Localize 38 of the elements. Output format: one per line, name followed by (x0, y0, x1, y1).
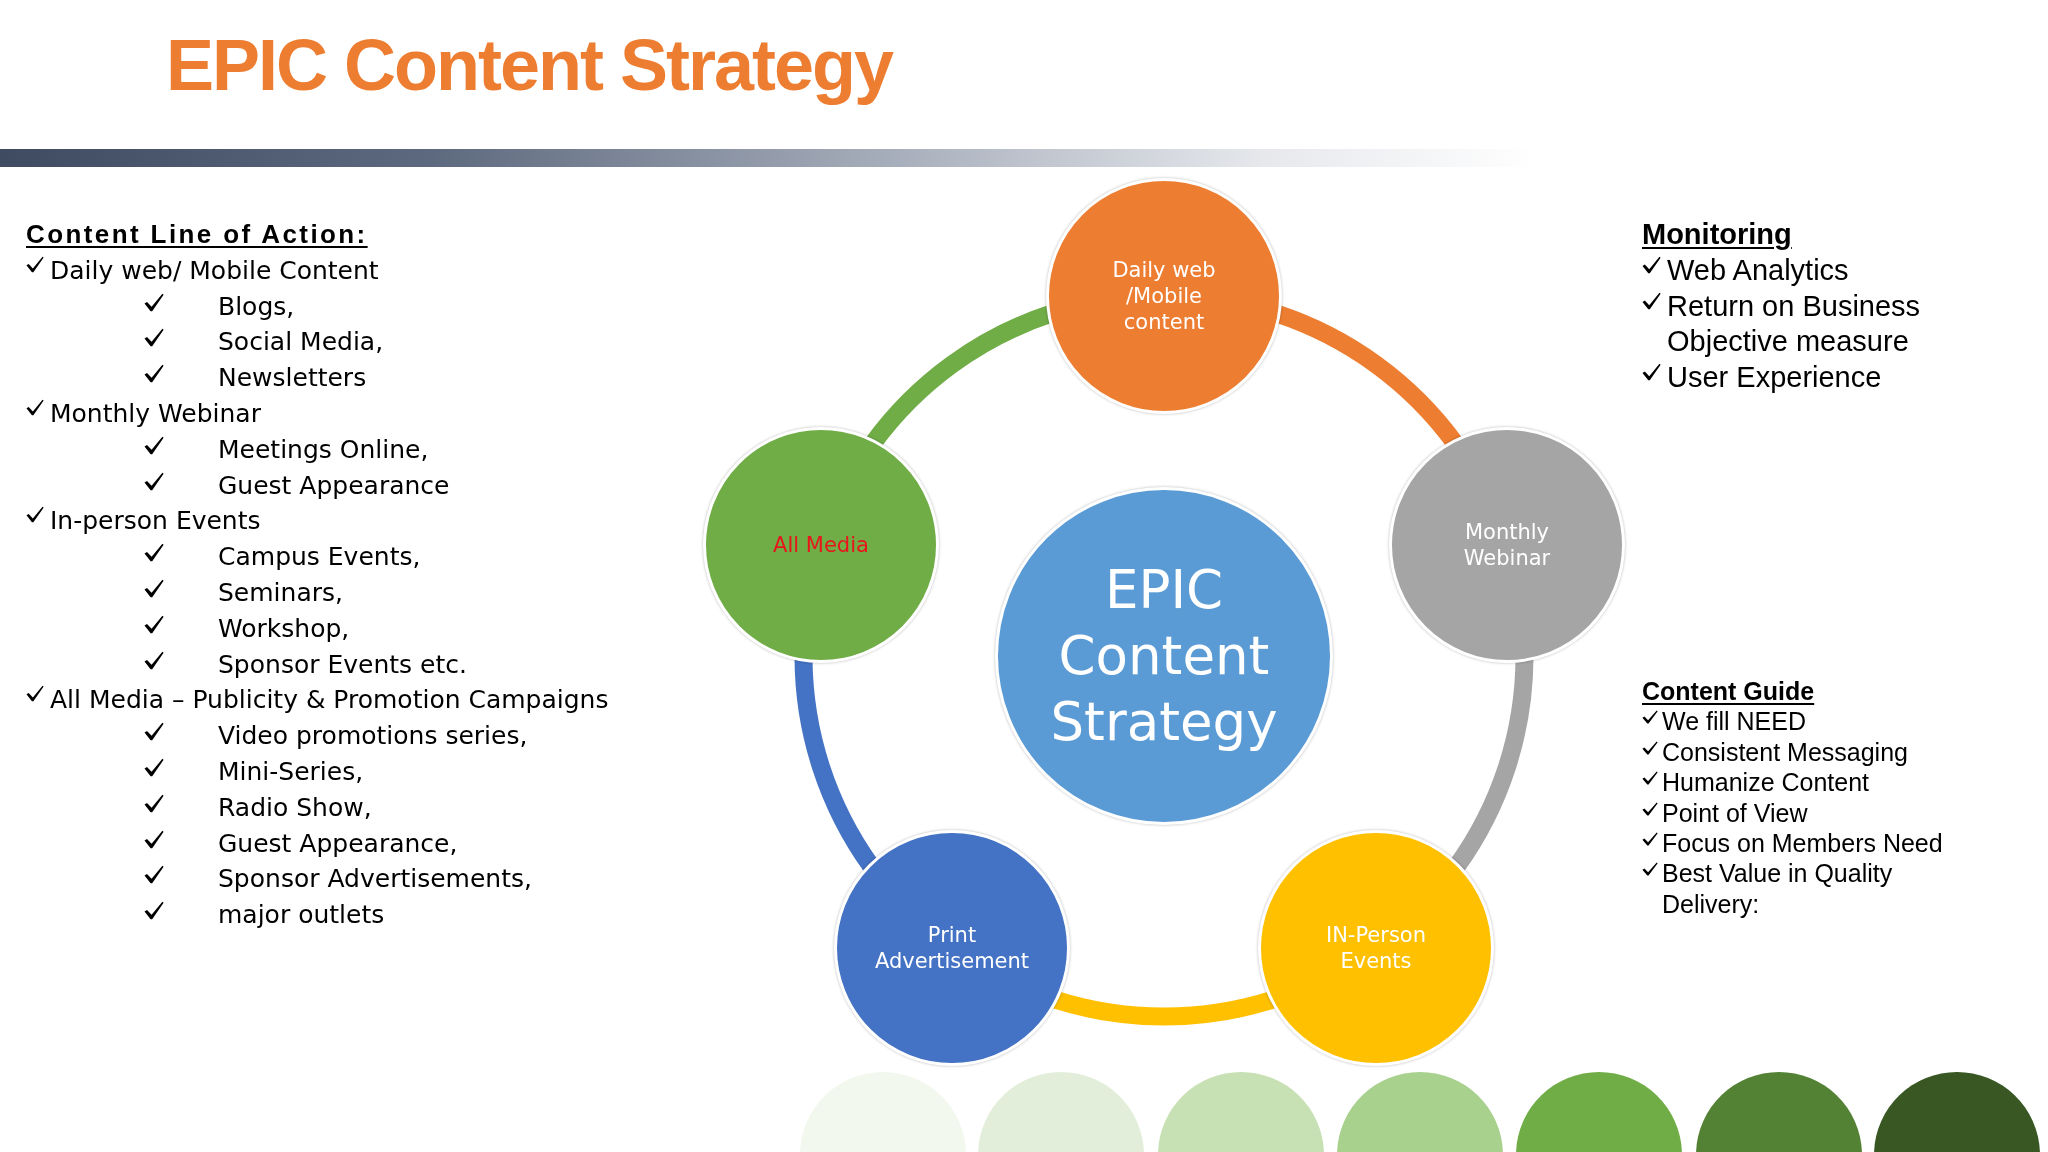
list-item: Blogs, (218, 290, 295, 323)
list-item: Workshop, (218, 612, 350, 645)
list-item: Point of View (1662, 797, 1808, 829)
list-item: Best Value in Quality Delivery: (1662, 858, 1894, 920)
section-heading: Monitoring (1642, 217, 1792, 252)
circle-label: IN-Person Events (1324, 922, 1428, 974)
list-item: Social Media, (218, 326, 384, 359)
list-item: Mini-Series, (218, 755, 364, 788)
list-item: Sponsor Advertisements, (218, 863, 532, 896)
list-item: Focus on Members Need (1662, 828, 1943, 859)
list-item: Campus Events, (218, 541, 421, 574)
circle-label: Daily web /Mobile content (1111, 257, 1217, 335)
list-item: All Media – Publicity & Promotion Campaigns (50, 684, 609, 717)
circle-label: Monthly Webinar (1462, 519, 1552, 571)
list-item: Sponsor Events etc. (218, 648, 467, 681)
list-item: major outlets (218, 899, 385, 932)
list-item: Consistent Messaging (1662, 736, 1908, 768)
list-item: We fill NEED (1662, 706, 1806, 737)
list-item: In-person Events (50, 505, 261, 538)
hub-label: EPIC Content Strategy (1049, 558, 1279, 754)
section-heading: Content Line of Action: (26, 218, 368, 251)
list-item: Video promotions series, (218, 720, 528, 753)
list-item: Web Analytics (1667, 252, 1849, 288)
list-item: Meetings Online, (218, 433, 429, 466)
section-heading: Content Guide (1642, 676, 1815, 707)
list-item: Radio Show, (218, 791, 372, 824)
list-item: Monthly Webinar (50, 398, 261, 430)
list-item: Return on Business Objective measure (1667, 288, 1922, 360)
list-item: Newsletters (218, 362, 367, 395)
list-item: Seminars, (218, 576, 343, 609)
circle-label: Print Advertisement (873, 922, 1031, 974)
circle-label: All Media (772, 532, 870, 558)
list-item: User Experience (1667, 360, 1882, 396)
list-item: Daily web/ Mobile Content (50, 254, 379, 287)
list-item: Guest Appearance (218, 469, 450, 502)
ring-arc (1051, 990, 1277, 1025)
list-item: Humanize Content (1662, 767, 1870, 798)
list-item: Guest Appearance, (218, 827, 458, 860)
